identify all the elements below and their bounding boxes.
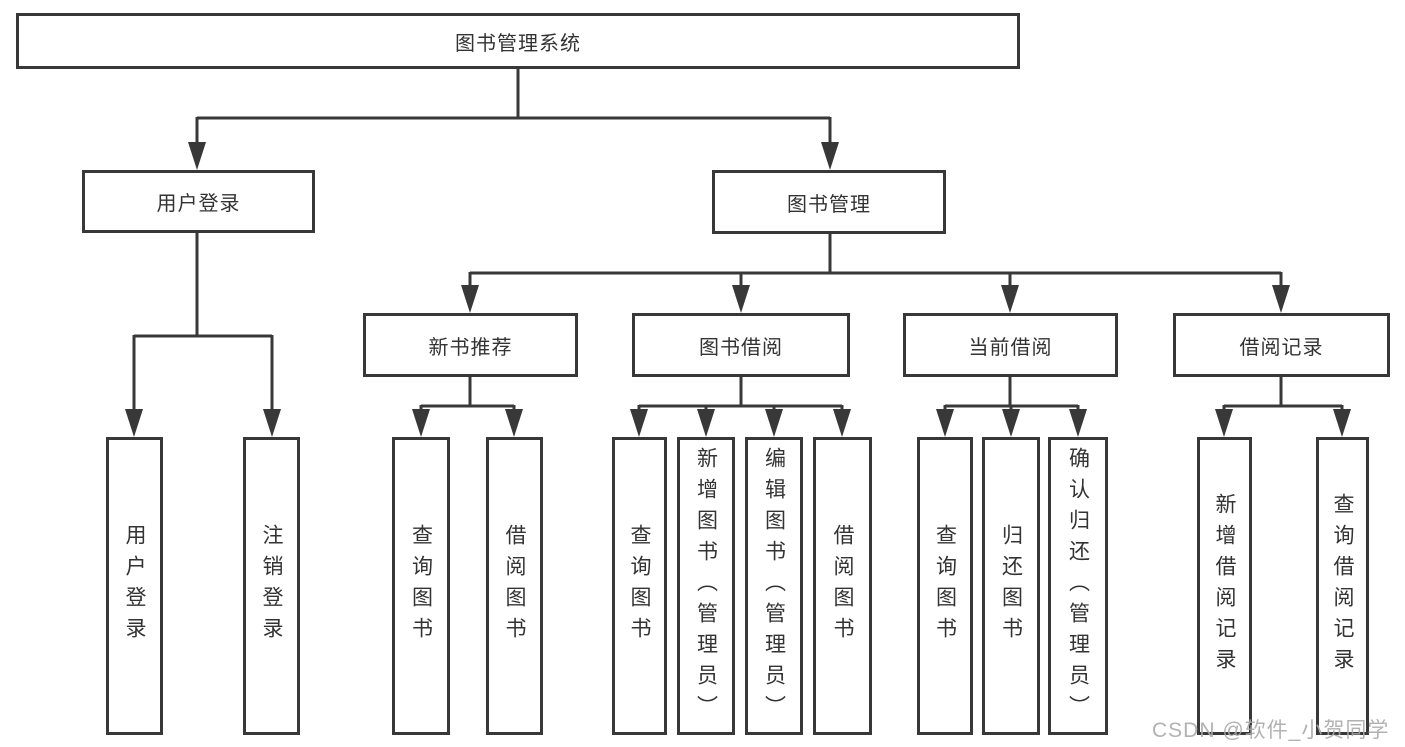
node-leaf-record-query-label: 查询借阅记录	[1331, 493, 1354, 679]
node-leaf-logout: 注销登录	[243, 437, 300, 735]
connector-module-to-leaves	[419, 377, 1344, 412]
node-leaf-borrow-query: 查询图书	[612, 437, 667, 735]
node-leaf-newbook-borrow: 借阅图书	[486, 437, 543, 735]
node-leaf-current-confirm-return-admin: 确认归还（管理员）	[1048, 437, 1108, 735]
node-leaf-borrow-add-admin: 新增图书（管理员）	[677, 437, 735, 735]
node-leaf-logout-label: 注销登录	[260, 524, 283, 648]
node-leaf-record-add: 新增借阅记录	[1197, 437, 1252, 735]
connector-login-to-leaves	[132, 233, 274, 412]
node-module-book-borrow: 图书借阅	[632, 313, 850, 377]
node-module-new-book-recommend: 新书推荐	[363, 313, 578, 377]
node-leaf-user-login: 用户登录	[106, 437, 163, 735]
node-module-borrow-records-label: 借阅记录	[1239, 336, 1324, 359]
node-leaf-borrow-edit-admin-label: 编辑图书（管理员）	[762, 446, 786, 726]
node-leaf-user-login-label: 用户登录	[123, 524, 146, 648]
csdn-watermark: CSDN @软件_小贺同学	[1152, 719, 1390, 742]
node-leaf-newbook-query: 查询图书	[392, 437, 450, 735]
node-root-system: 图书管理系统	[16, 13, 1020, 69]
node-leaf-current-query: 查询图书	[917, 437, 973, 735]
node-leaf-current-return-label: 归还图书	[999, 524, 1023, 648]
node-module-borrow-records: 借阅记录	[1173, 313, 1390, 377]
node-module-book-borrow-label: 图书借阅	[699, 336, 783, 359]
node-branch-user-login: 用户登录	[82, 170, 315, 233]
node-leaf-newbook-borrow-label: 借阅图书	[503, 524, 526, 648]
node-leaf-current-return: 归还图书	[982, 437, 1040, 735]
node-leaf-current-query-label: 查询图书	[933, 524, 957, 648]
node-leaf-borrow-add-admin-label: 新增图书（管理员）	[694, 446, 718, 726]
node-leaf-record-add-label: 新增借阅记录	[1213, 493, 1236, 679]
node-leaf-borrow-book-label: 借阅图书	[831, 524, 854, 648]
node-module-current-borrow: 当前借阅	[903, 313, 1118, 377]
node-module-new-book-recommend-label: 新书推荐	[428, 336, 513, 359]
connector-root-to-branches	[195, 69, 832, 145]
node-branch-book-management-label: 图书管理	[787, 193, 871, 216]
node-branch-book-management: 图书管理	[712, 170, 946, 234]
node-root-label: 图书管理系统	[455, 32, 581, 55]
arrowheads-login-leaves	[125, 409, 281, 437]
node-leaf-record-query: 查询借阅记录	[1316, 437, 1369, 735]
node-leaf-newbook-query-label: 查询图书	[409, 524, 433, 648]
node-leaf-borrow-query-label: 查询图书	[628, 524, 651, 648]
node-leaf-borrow-book: 借阅图书	[813, 437, 872, 735]
node-leaf-current-confirm-return-admin-label: 确认归还（管理员）	[1066, 446, 1090, 726]
node-branch-user-login-label: 用户登录	[156, 193, 241, 215]
connector-mgmt-to-modules	[468, 234, 1283, 288]
arrowheads-branches	[188, 142, 839, 170]
node-leaf-borrow-edit-admin: 编辑图书（管理员）	[745, 437, 803, 735]
arrowheads-modules	[461, 285, 1290, 313]
arrowheads-leaves	[412, 409, 1351, 437]
node-module-current-borrow-label: 当前借阅	[968, 336, 1053, 359]
